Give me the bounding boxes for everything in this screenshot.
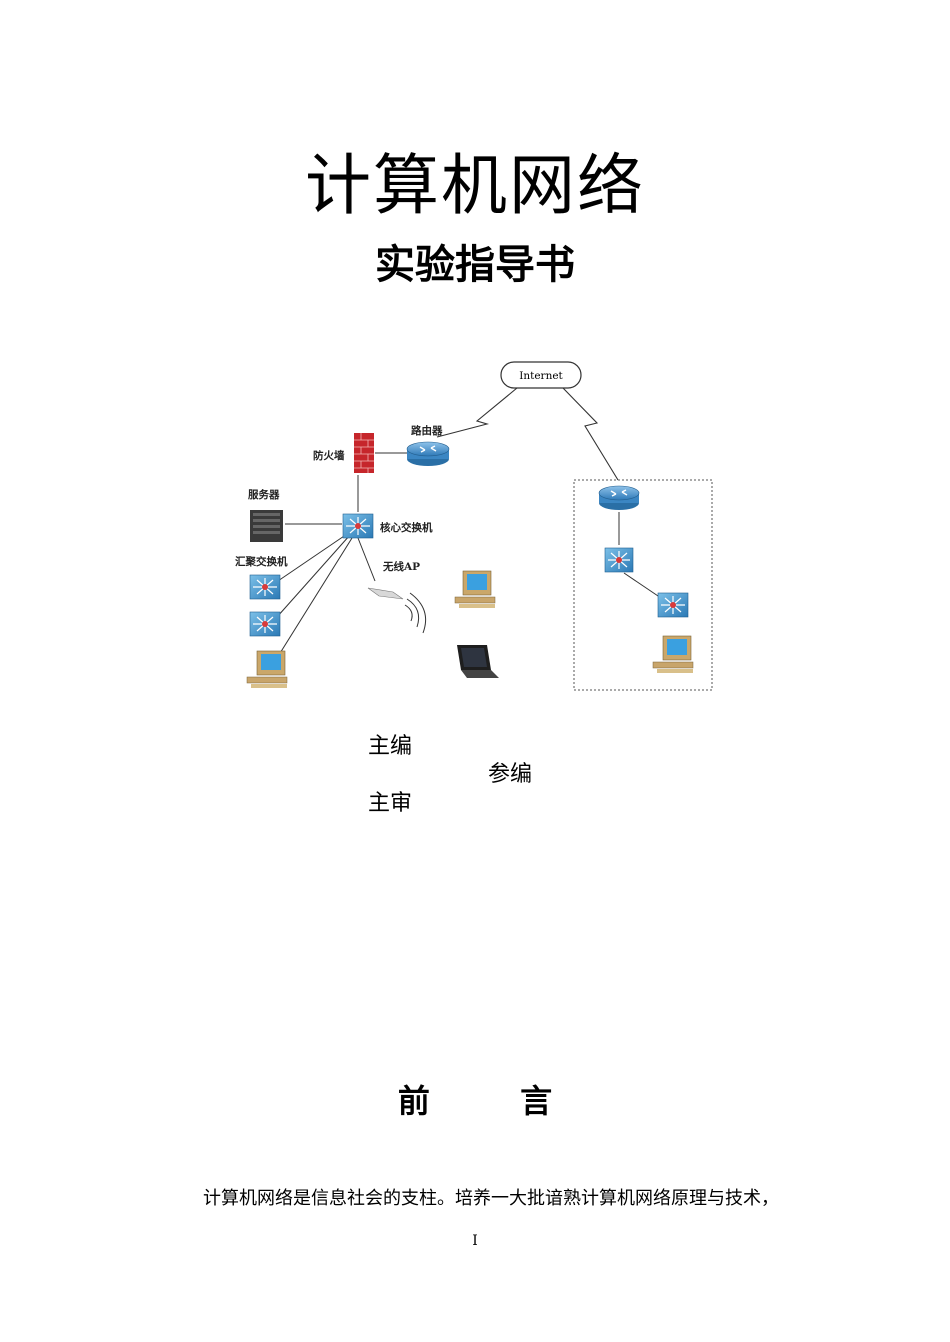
co-editor-label: 参编 bbox=[488, 762, 533, 787]
preface-paragraph: 计算机网络是信息社会的支柱。培养一大批谙熟计算机网络原理与技术， bbox=[203, 1188, 779, 1209]
preface-heading-left: 前 bbox=[397, 1082, 430, 1120]
laptop-icon bbox=[457, 645, 499, 678]
router-icon bbox=[406, 441, 450, 466]
server-label: 服务器 bbox=[248, 488, 280, 501]
wan-link-left bbox=[436, 387, 518, 438]
link-core-ap bbox=[357, 537, 376, 582]
router-label: 路由器 bbox=[411, 424, 443, 437]
aggregation-switch-label: 汇聚交换机 bbox=[235, 555, 288, 568]
firewall-label: 防火墙 bbox=[313, 449, 345, 462]
server-icon bbox=[250, 510, 283, 542]
preface-heading: 前 言 bbox=[0, 1076, 950, 1122]
wireless-ap-icon bbox=[367, 587, 427, 634]
chief-editor-label: 主编 bbox=[368, 734, 413, 759]
chief-reviewer-label: 主审 bbox=[368, 791, 413, 816]
wan-link-right bbox=[562, 387, 619, 481]
aggregation-switch-icon bbox=[249, 611, 281, 637]
firewall-icon bbox=[354, 433, 374, 473]
internet-label: Internet bbox=[519, 370, 563, 382]
aggregation-switch-icon bbox=[249, 574, 281, 600]
remote-site-box bbox=[573, 479, 713, 691]
wireless-ap-label: 无线AP bbox=[382, 560, 420, 573]
document-subtitle: 实验指导书 bbox=[375, 242, 575, 288]
link-core-agg1 bbox=[274, 531, 351, 584]
desktop-computer-icon bbox=[454, 570, 496, 608]
page-number: I bbox=[472, 1233, 478, 1249]
core-switch-icon bbox=[342, 513, 374, 539]
internet-cloud: Internet bbox=[500, 361, 582, 389]
link-remote-switch-switch bbox=[623, 572, 662, 599]
remote-router-icon bbox=[598, 485, 640, 510]
core-switch-label: 核心交换机 bbox=[380, 521, 433, 534]
document-title: 计算机网络 bbox=[305, 147, 645, 224]
desktop-computer-icon bbox=[246, 650, 288, 688]
link-core-agg2 bbox=[276, 534, 351, 618]
preface-heading-right: 言 bbox=[520, 1082, 553, 1120]
remote-switch-icon bbox=[604, 547, 634, 573]
link-core-pc bbox=[276, 537, 353, 659]
desktop-computer-icon bbox=[652, 635, 694, 673]
network-topology-diagram: Internet 路由器 防火墙 服务器 核心交换机 bbox=[235, 361, 713, 691]
remote-switch-icon bbox=[657, 592, 689, 618]
